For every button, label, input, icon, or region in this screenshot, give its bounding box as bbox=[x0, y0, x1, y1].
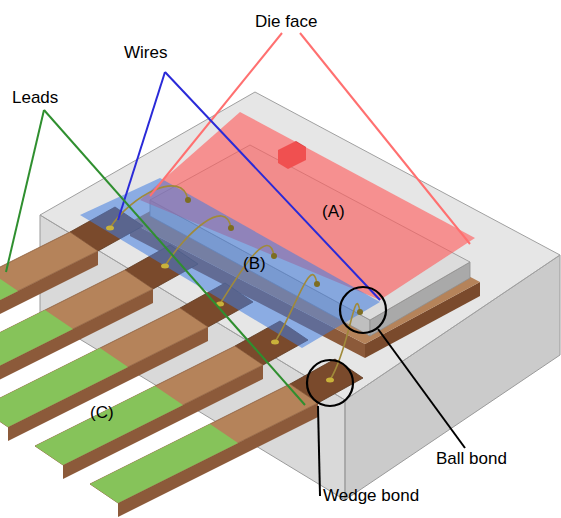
wedge-bond bbox=[271, 340, 279, 345]
lead-plating bbox=[90, 424, 238, 503]
wedge-bond bbox=[161, 264, 169, 269]
callout-letter: (B) bbox=[243, 254, 266, 274]
callout-letter: (A) bbox=[322, 202, 345, 222]
ball-bond bbox=[357, 309, 363, 315]
leader-line bbox=[318, 406, 320, 496]
wedge-bond bbox=[326, 378, 334, 383]
leader-line bbox=[378, 329, 465, 448]
leader-line bbox=[6, 110, 44, 272]
part-label: Die face bbox=[255, 12, 317, 32]
part-label: Ball bond bbox=[436, 449, 507, 469]
leader-line bbox=[165, 72, 380, 300]
part-label: Wires bbox=[124, 43, 167, 63]
leader-line bbox=[118, 72, 165, 220]
bond-wire bbox=[275, 275, 317, 342]
leader-line bbox=[44, 110, 305, 405]
ball-bond bbox=[314, 281, 320, 287]
callout-circle bbox=[307, 360, 353, 406]
lead bbox=[90, 384, 318, 503]
ball-bond bbox=[228, 225, 234, 231]
part-label: Leads bbox=[12, 88, 58, 108]
bond-wire bbox=[220, 245, 274, 304]
ball-bond bbox=[185, 197, 191, 203]
lead-plating bbox=[0, 348, 128, 427]
part-label: Wedge bond bbox=[323, 486, 419, 506]
bond-wire bbox=[330, 304, 360, 380]
ball-bond bbox=[271, 253, 277, 259]
callout-letter: (C) bbox=[90, 403, 114, 423]
leader-line bbox=[300, 33, 470, 244]
leader-line bbox=[150, 33, 282, 196]
wire-plane bbox=[80, 178, 380, 348]
callout-circle bbox=[340, 287, 386, 333]
wedge-bond bbox=[106, 226, 114, 231]
